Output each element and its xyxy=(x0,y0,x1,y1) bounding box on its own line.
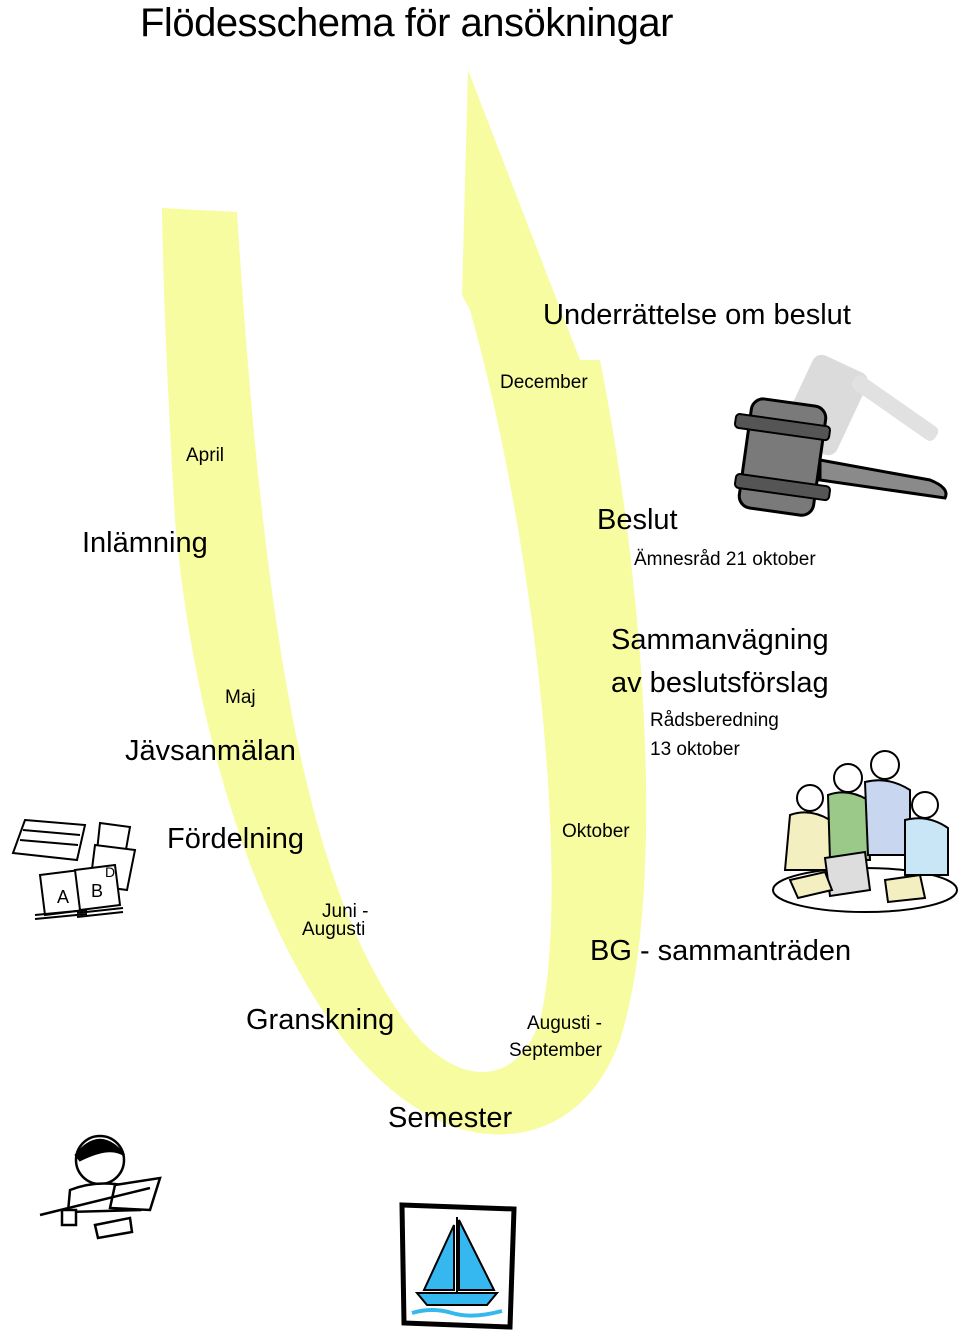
stage-inlamning: Inlämning xyxy=(82,527,208,559)
svg-text:A: A xyxy=(57,887,69,907)
beslut-detail: Ämnesråd 21 oktober xyxy=(634,549,816,570)
stage-underrattelse: Underrättelse om beslut xyxy=(543,299,851,331)
stage-bg: BG - sammanträden xyxy=(590,935,852,967)
svg-text:D: D xyxy=(105,864,115,880)
stage-beslut: Beslut xyxy=(597,504,678,536)
period-juni: Juni - xyxy=(322,901,369,922)
page-title: Flödesschema för ansökningar xyxy=(140,1,673,45)
period-augusti: Augusti xyxy=(302,919,366,940)
period-september: September xyxy=(509,1040,602,1061)
stage-sammanvagning-1: Sammanvägning xyxy=(611,624,829,656)
sammanvagning-detail-1: Rådsberedning xyxy=(650,710,779,731)
month-april: April xyxy=(186,445,225,466)
stage-granskning: Granskning xyxy=(246,1004,395,1036)
sammanvagning-detail-2: 13 oktober xyxy=(650,739,740,760)
stage-fordelning: Fördelning xyxy=(167,823,305,855)
month-december: December xyxy=(500,372,588,393)
period-augusti-bg: Augusti - xyxy=(527,1013,602,1034)
svg-text:B: B xyxy=(91,881,103,901)
month-oktober: Oktober xyxy=(562,821,630,842)
month-maj: Maj xyxy=(225,687,256,708)
stage-semester: Semester xyxy=(388,1102,513,1134)
u-arrow-shape xyxy=(162,70,647,1135)
stage-javsanmalan: Jävsanmälan xyxy=(125,735,296,767)
stage-sammanvagning-2: av beslutsförslag xyxy=(611,667,829,699)
